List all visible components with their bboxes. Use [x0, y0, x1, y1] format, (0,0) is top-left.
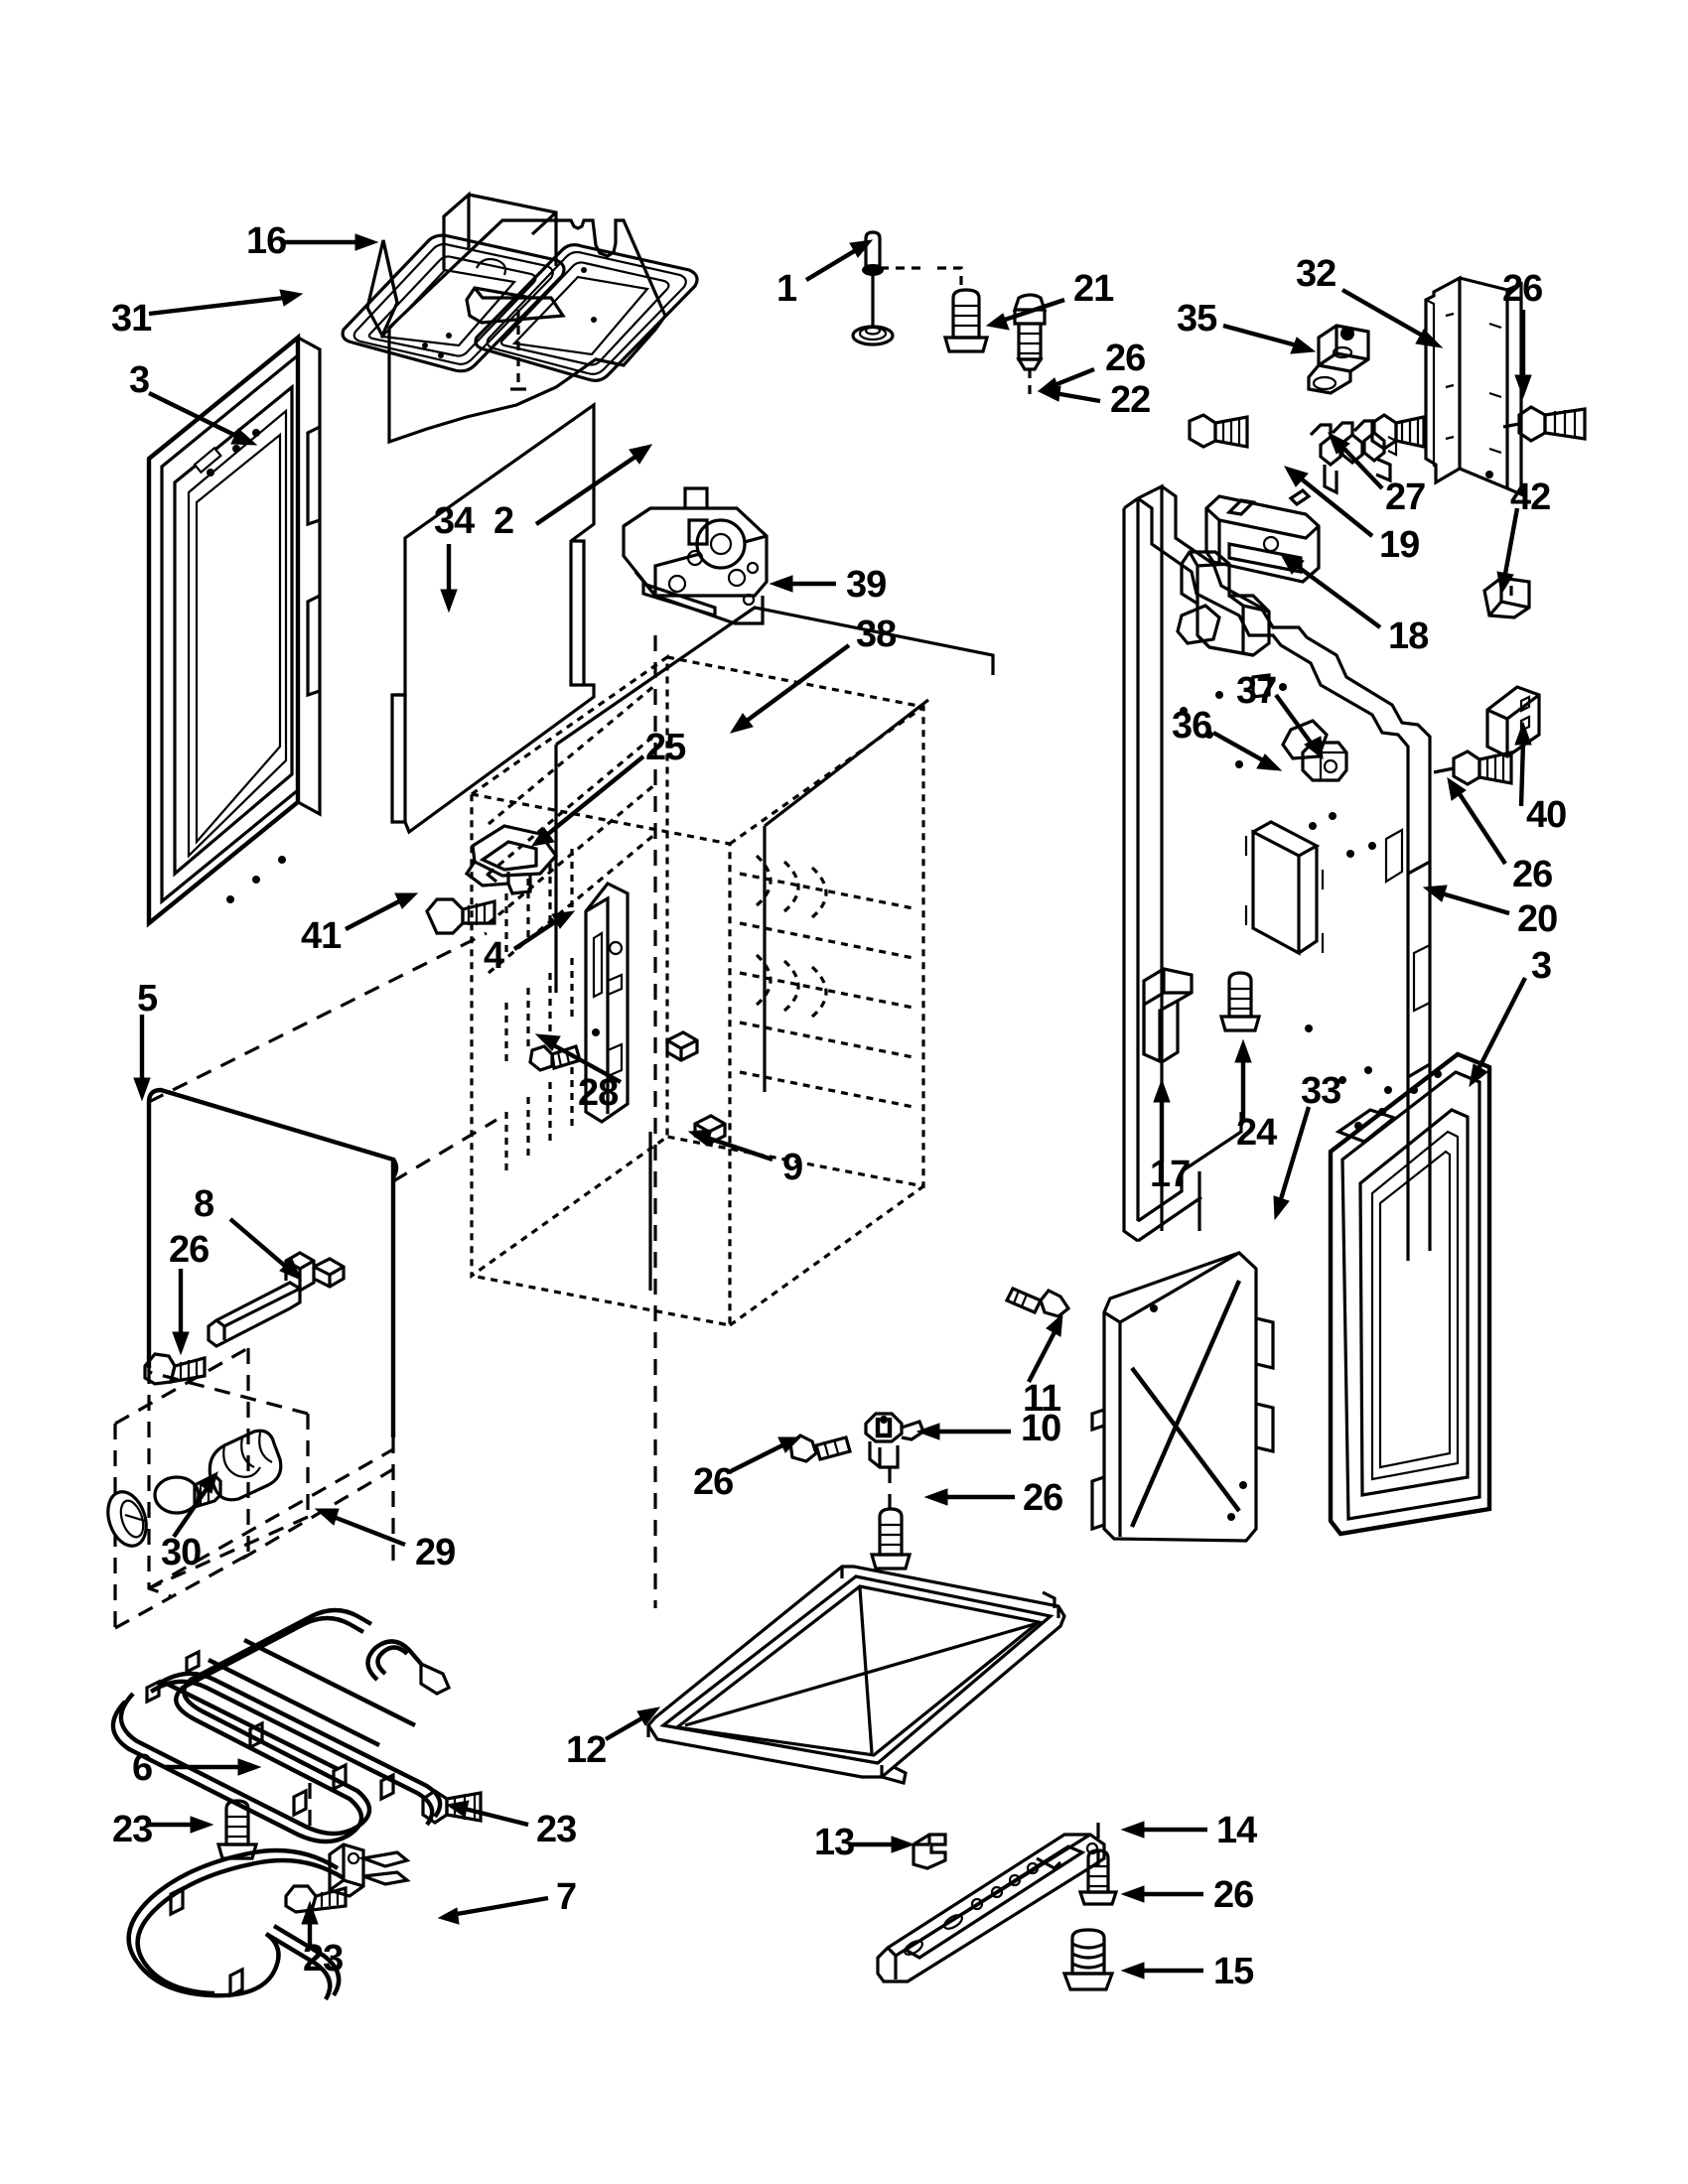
- callout-6: 6: [132, 1747, 153, 1789]
- callout-37: 37: [1236, 670, 1277, 712]
- part-left-side-panel: [113, 931, 497, 1630]
- screw-26e: [788, 1433, 852, 1463]
- callout-3-right: 3: [1531, 945, 1552, 987]
- callout-10: 10: [1021, 1408, 1061, 1449]
- callout-34: 34: [434, 500, 475, 542]
- part-drawer-slide-bracket: [1142, 967, 1194, 1064]
- leveling-leg: [1061, 1928, 1115, 1991]
- callout-24: 24: [1236, 1112, 1277, 1154]
- screw-21: [942, 288, 990, 353]
- part-door-left: [146, 333, 322, 928]
- callout-26-c: 26: [1512, 854, 1553, 895]
- callout-38: 38: [856, 614, 897, 655]
- callout-20: 20: [1517, 898, 1558, 940]
- callout-27: 27: [1385, 477, 1426, 518]
- callout-26-a: 26: [1105, 338, 1146, 379]
- part-door-lock-motor: [622, 486, 769, 625]
- part-terminal-block: [1309, 419, 1398, 495]
- screw-26b: [1502, 405, 1587, 443]
- screw-26f: [869, 1507, 913, 1570]
- screw-11: [1004, 1286, 1071, 1318]
- callout-9: 9: [782, 1147, 803, 1188]
- callout-14: 14: [1216, 1810, 1257, 1851]
- part-rack-guide-clip: [665, 1030, 727, 1146]
- callout-22: 22: [1110, 379, 1151, 421]
- part-oven-cavity-liner: [470, 606, 995, 1608]
- part-broil-element: [126, 1843, 411, 2001]
- callout-29: 29: [415, 1532, 456, 1573]
- callout-16: 16: [246, 220, 287, 262]
- leader-lines: [133, 233, 1532, 1979]
- part-light-switch-bracket: [143, 1251, 346, 1386]
- callout-13: 13: [814, 1822, 855, 1863]
- callout-26-b: 26: [1502, 268, 1543, 310]
- callout-17: 17: [1150, 1154, 1191, 1195]
- part-maintop-assembly: [341, 191, 699, 445]
- callout-33: 33: [1301, 1070, 1341, 1112]
- callout-11: 11: [1023, 1378, 1061, 1420]
- callout-21: 21: [1073, 268, 1114, 310]
- part-bake-element: [110, 1607, 452, 1844]
- callout-12: 12: [566, 1729, 607, 1771]
- callout-39: 39: [846, 564, 887, 606]
- part-oven-lamp-assembly: [106, 1429, 283, 1548]
- callout-23-a: 23: [112, 1809, 153, 1850]
- screw-26-left: [1188, 413, 1249, 449]
- part-drawer-bottom: [646, 1565, 1066, 1785]
- callout-18: 18: [1388, 615, 1429, 657]
- callout-19: 19: [1379, 524, 1420, 566]
- callout-23-b: 23: [536, 1809, 577, 1850]
- callout-35: 35: [1177, 298, 1217, 340]
- part-leveling-nut: [864, 1412, 925, 1517]
- callout-4: 4: [484, 935, 504, 977]
- part-side-trim-rail: [1424, 275, 1523, 497]
- callout-3-left: 3: [129, 359, 150, 401]
- callout-1: 1: [776, 268, 797, 310]
- callout-7: 7: [556, 1876, 577, 1918]
- part-rear-chassis: [1122, 483, 1541, 1261]
- callout-32: 32: [1296, 253, 1336, 295]
- callout-25: 25: [645, 727, 686, 768]
- callout-41: 41: [301, 915, 342, 957]
- callout-26-f: 26: [1023, 1477, 1063, 1519]
- screw-26g: [1077, 1848, 1119, 1906]
- callout-26-g: 26: [1213, 1874, 1254, 1916]
- callout-40: 40: [1526, 794, 1567, 836]
- callout-42: 42: [1510, 477, 1551, 518]
- screw-burner-pin: [851, 230, 963, 346]
- part-terminal-lug: [1307, 324, 1370, 395]
- screw-28: [528, 1043, 582, 1072]
- callout-26-d: 26: [169, 1229, 210, 1271]
- callout-15: 15: [1213, 1951, 1254, 1992]
- part-hinge-receiver-bracket: [584, 881, 630, 1124]
- callout-26-e: 26: [693, 1461, 734, 1503]
- part-drawer-glide-clip: [912, 1833, 947, 1870]
- part-side-insulation-panel: [390, 401, 596, 835]
- screw-23a: [215, 1799, 259, 1860]
- part-drawer-slide-rail: [876, 1823, 1106, 1983]
- part-door-hinge-latch: [425, 824, 559, 935]
- part-rear-lower-panel: [1090, 1251, 1275, 1543]
- screw-27: [1370, 413, 1426, 451]
- part-door-right: [1328, 1051, 1492, 1537]
- callout-36: 36: [1172, 705, 1212, 747]
- callout-28: 28: [578, 1072, 619, 1114]
- screw-24: [1218, 971, 1262, 1032]
- callout-31: 31: [111, 298, 152, 340]
- screw-26c: [1433, 750, 1513, 786]
- callout-2: 2: [493, 500, 514, 542]
- callout-5: 5: [137, 978, 158, 1020]
- callout-8: 8: [194, 1183, 214, 1225]
- callout-30: 30: [161, 1532, 202, 1573]
- callout-23-c: 23: [303, 1938, 344, 1979]
